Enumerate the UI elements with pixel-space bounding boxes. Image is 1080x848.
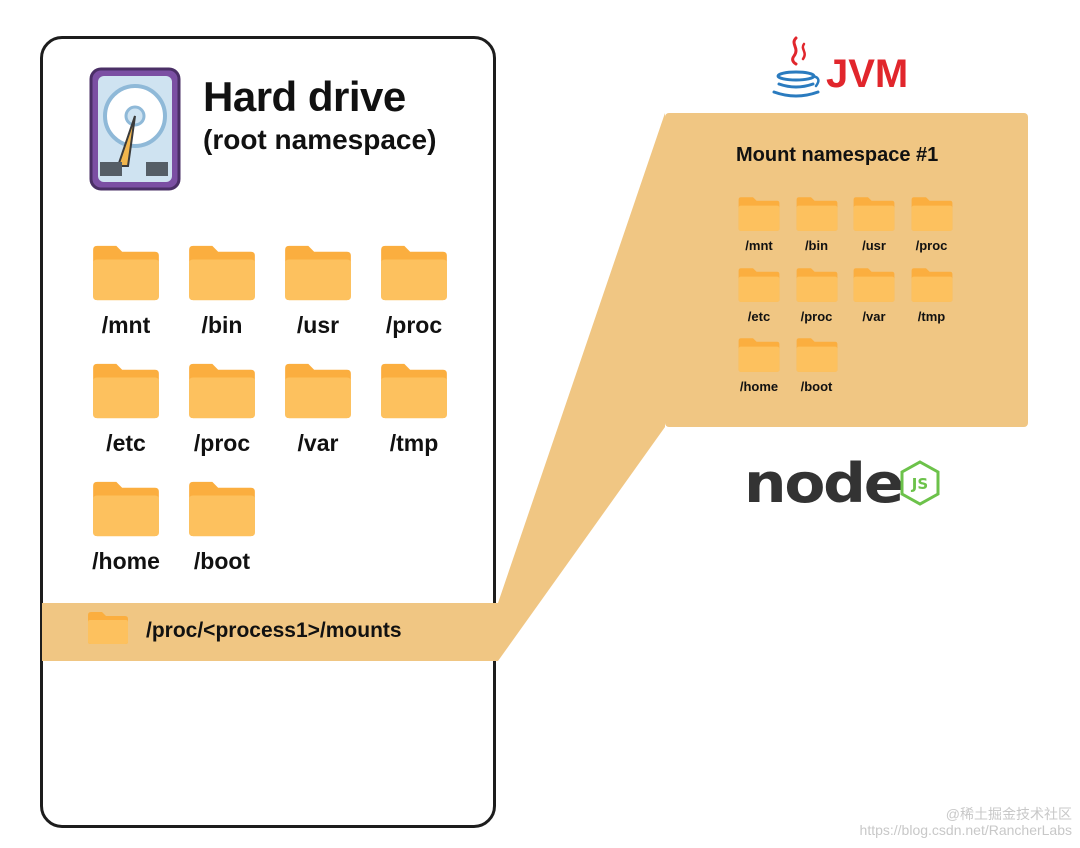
namespace-folder-label: /mnt	[745, 238, 773, 253]
drive-folder-icon	[93, 363, 159, 419]
drive-folder-label: /var	[297, 430, 339, 456]
hard-drive-card	[40, 36, 496, 828]
drive-folder-icon	[285, 363, 351, 419]
namespace-folder-label: /boot	[800, 379, 833, 394]
namespace-folder-icon	[796, 267, 837, 302]
namespace-folder-label: /proc	[800, 308, 833, 324]
mount-namespace-title: Mount namespace #1	[736, 144, 939, 166]
drive-folder-label: /home	[92, 548, 160, 574]
nodejs-logo-icon: node JS	[744, 452, 940, 512]
namespace-folder-icon	[738, 267, 780, 302]
drive-folder-label: /usr	[296, 312, 340, 338]
drive-folder-icon	[285, 245, 351, 301]
watermark-line-2: https://blog.csdn.net/RancherLabs	[859, 822, 1072, 839]
namespace-folder-icon	[911, 197, 952, 231]
java-cup-icon	[772, 36, 820, 98]
mounts-folder-icon	[88, 612, 128, 644]
drive-folder-icon	[189, 363, 255, 419]
namespace-folder-label: /proc	[915, 238, 948, 253]
drive-folder-label: /bin	[201, 312, 243, 338]
namespace-folder-icon	[853, 267, 895, 302]
jvm-logo-text: JVM	[826, 52, 909, 96]
mount-namespace-panel	[665, 113, 1028, 427]
nodejs-badge-text: JS	[911, 475, 928, 493]
drive-folder-label: /etc	[106, 430, 146, 456]
drive-folder-label: /proc	[193, 430, 251, 456]
watermark: @稀土掘金技术社区 https://blog.csdn.net/RancherL…	[832, 806, 1072, 838]
namespace-folder-label: /etc	[747, 308, 771, 324]
mounts-path-label: /proc/<process1>/mounts	[146, 619, 402, 642]
drive-folder-icon	[189, 481, 255, 537]
drive-folder-label: /boot	[193, 548, 251, 574]
drive-folder-icon	[381, 363, 447, 419]
drive-folder-icon	[381, 245, 447, 301]
nodejs-logo-text: node	[744, 452, 902, 512]
drive-folder-label: /tmp	[389, 430, 439, 456]
namespace-folder-label: /var	[862, 308, 886, 324]
drive-folder-icon	[93, 245, 159, 301]
drive-folder-icon	[189, 245, 255, 301]
namespace-folder-icon	[796, 338, 837, 372]
namespace-folder-icon	[853, 197, 895, 231]
drive-folder-label: /mnt	[101, 312, 151, 338]
watermark-line-1: @稀土掘金技术社区	[945, 806, 1072, 822]
namespace-folder-label: /usr	[862, 238, 886, 253]
namespace-folder-icon	[738, 338, 780, 372]
hard-drive-icon	[89, 67, 181, 191]
namespace-folder-icon	[738, 197, 780, 231]
drive-folder-label: /proc	[385, 312, 443, 338]
namespace-folder-icon	[911, 267, 952, 302]
drive-title: Hard drive	[203, 73, 406, 120]
namespace-folder-label: /home	[739, 379, 779, 394]
namespace-folder-label: /bin	[804, 238, 829, 253]
drive-folder-icon	[93, 481, 159, 537]
namespace-folder-icon	[796, 197, 837, 231]
namespace-folder-label: /tmp	[917, 308, 946, 324]
drive-subtitle: (root namespace)	[203, 124, 437, 155]
